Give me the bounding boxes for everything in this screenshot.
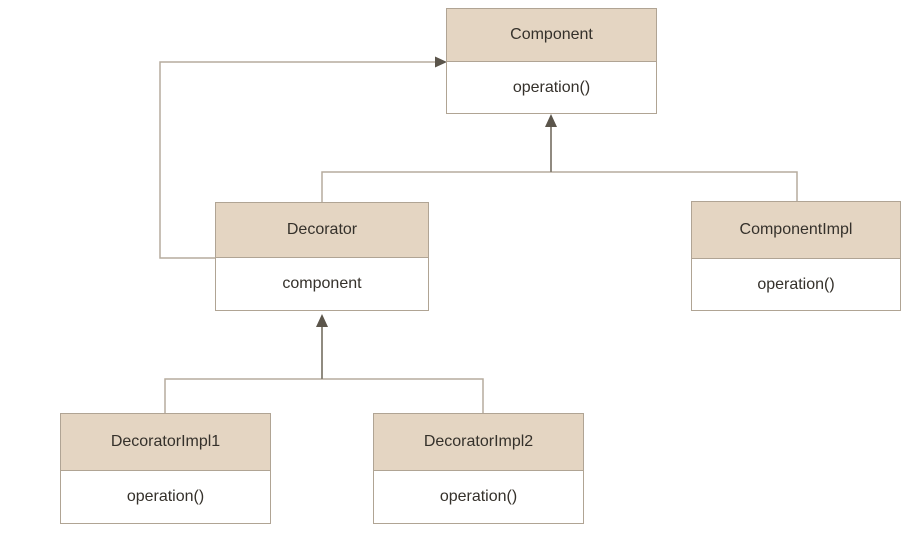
generalization-arrowhead-component-icon <box>545 114 557 127</box>
class-name: DecoratorImpl1 <box>110 433 221 450</box>
generalization-branch-lower <box>164 378 484 413</box>
class-header-component: Component <box>447 9 656 62</box>
member-label: component <box>282 275 362 292</box>
class-header-decorator: Decorator <box>216 203 428 258</box>
member-label: operation() <box>439 488 518 505</box>
class-box-component: Component operation() <box>446 8 657 114</box>
class-header-decoratorimpl2: DecoratorImpl2 <box>374 414 583 471</box>
class-box-componentimpl: ComponentImpl operation() <box>691 201 901 311</box>
class-member: operation() <box>692 259 900 310</box>
class-header-decoratorimpl1: DecoratorImpl1 <box>61 414 270 471</box>
class-name: DecoratorImpl2 <box>423 433 534 450</box>
class-box-decorator: Decorator component <box>215 202 429 311</box>
class-box-decoratorimpl1: DecoratorImpl1 operation() <box>60 413 271 524</box>
class-name: Decorator <box>286 221 358 238</box>
class-member: component <box>216 258 428 310</box>
class-name: Component <box>510 26 593 43</box>
class-name: ComponentImpl <box>739 221 853 238</box>
class-member: operation() <box>61 471 270 523</box>
member-label: operation() <box>126 488 205 505</box>
association-line-decorator-to-component <box>159 61 443 259</box>
class-member: operation() <box>447 62 656 113</box>
member-label: operation() <box>757 275 835 293</box>
member-label: operation() <box>512 78 591 96</box>
generalization-branch-upper <box>321 171 798 202</box>
class-box-decoratorimpl2: DecoratorImpl2 operation() <box>373 413 584 524</box>
association-arrowhead-icon <box>435 56 447 68</box>
generalization-arrowhead-decorator-icon <box>316 314 328 327</box>
class-member: operation() <box>374 471 583 523</box>
class-header-componentimpl: ComponentImpl <box>692 202 900 259</box>
